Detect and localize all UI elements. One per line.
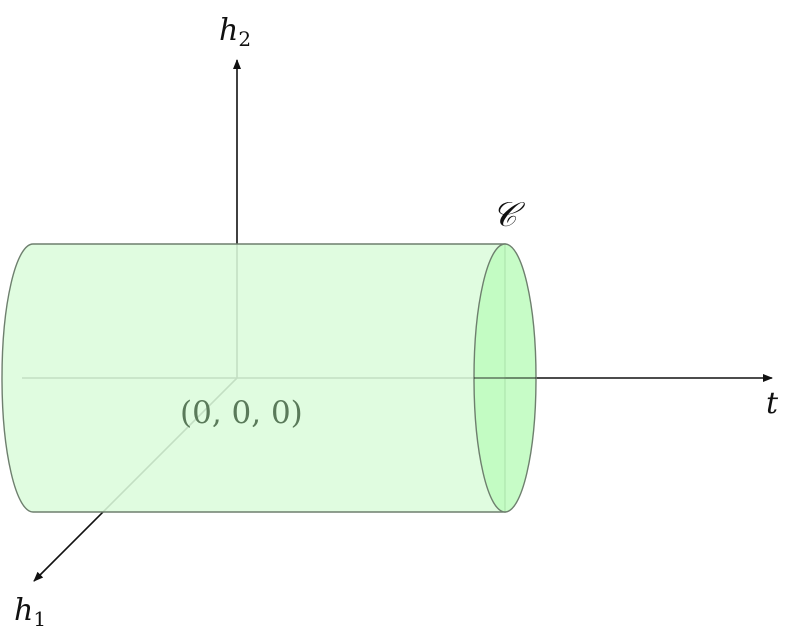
t-axis-label: t <box>766 386 779 421</box>
cylinder-label: 𝒞 <box>492 195 526 235</box>
h2-axis-label: h2 <box>219 13 251 51</box>
origin-label: (0, 0, 0) <box>180 395 303 431</box>
cylinder-body <box>1 243 506 513</box>
h1-axis-label: h1 <box>14 593 46 631</box>
